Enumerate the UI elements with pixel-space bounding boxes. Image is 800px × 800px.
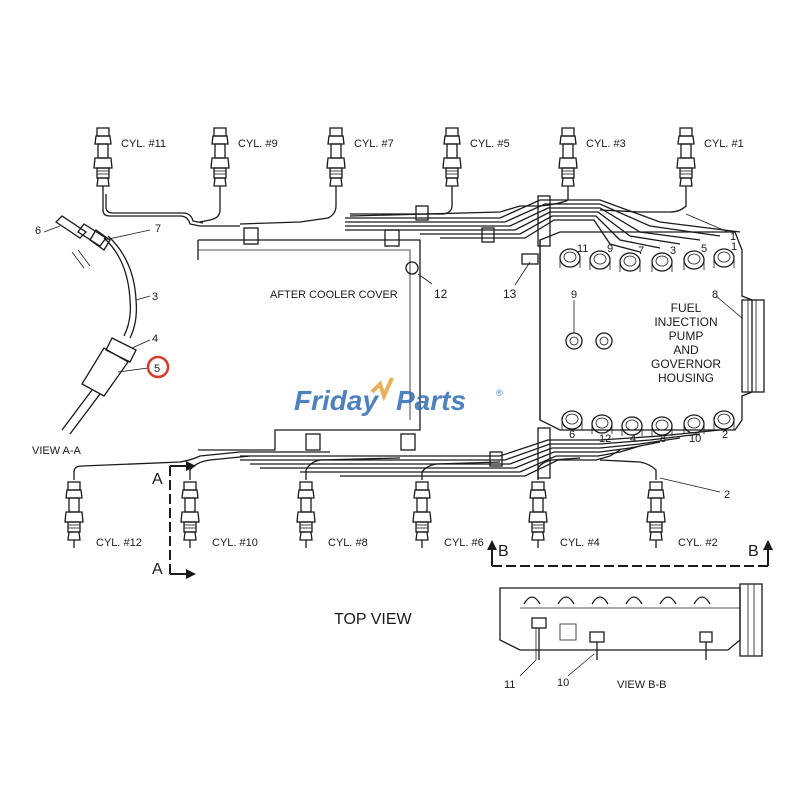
top-cylinder-labels: CYL. #11 CYL. #9 CYL. #7 CYL. #5 CYL. #3… xyxy=(121,138,744,150)
section-a-top-label: A xyxy=(152,471,163,488)
brand-name-part1: Friday xyxy=(294,385,379,416)
cyl-label: CYL. #2 xyxy=(678,537,718,549)
nozzle-cyl-6 xyxy=(412,481,432,549)
callout-1: 1 xyxy=(730,231,736,243)
section-a-bottom-label: A xyxy=(152,561,163,578)
callout-9: 9 xyxy=(571,289,577,301)
view-bb-fittings xyxy=(523,596,711,605)
port-number: 1 xyxy=(731,241,737,253)
brand-name-part2: Parts xyxy=(396,385,466,416)
top-fuel-lines xyxy=(102,194,741,253)
cyl-label: CYL. #9 xyxy=(238,138,278,150)
nozzle-cyl-7 xyxy=(326,127,346,195)
view-aa-label: VIEW A-A xyxy=(32,445,82,457)
cyl-label: CYL. #10 xyxy=(212,537,258,549)
nozzle-cyl-8 xyxy=(296,481,316,549)
port-number: 2 xyxy=(722,429,728,441)
pump-label-line: AND xyxy=(673,343,699,357)
cyl-label: CYL. #3 xyxy=(586,138,626,150)
callout-5: 5 xyxy=(154,363,160,375)
pump-label-line: PUMP xyxy=(669,329,704,343)
port-number: 7 xyxy=(638,245,644,257)
port-number: 12 xyxy=(599,433,611,445)
callout-12: 12 xyxy=(434,287,448,301)
callout-11: 11 xyxy=(504,679,515,691)
bottom-fuel-lines xyxy=(73,427,721,480)
view-b-b: 11 10 VIEW B-B xyxy=(499,583,763,691)
cyl-label: CYL. #1 xyxy=(704,138,744,150)
nozzle-cyl-9 xyxy=(210,127,230,195)
cyl-label: CYL. #12 xyxy=(96,537,142,549)
cyl-label: CYL. #4 xyxy=(560,537,600,549)
callout-8: 8 xyxy=(712,289,718,301)
cyl-label: CYL. #5 xyxy=(470,138,510,150)
pump-label-line: GOVERNOR xyxy=(651,357,721,371)
callout-13: 13 xyxy=(503,287,517,301)
top-view-title: TOP VIEW xyxy=(334,611,413,628)
highlight-circle xyxy=(146,355,170,379)
nozzle-cyl-10 xyxy=(180,481,200,549)
section-b-indicator: B B xyxy=(487,540,773,567)
port-number: 11 xyxy=(577,243,588,255)
section-b-right-label: B xyxy=(748,543,759,560)
after-cooler-cover-label: AFTER COOLER COVER xyxy=(270,289,398,301)
callout-3: 3 xyxy=(152,291,158,303)
pump-label-line: HOUSING xyxy=(658,371,714,385)
section-a-indicator: A A xyxy=(152,461,196,579)
view-a-a: 6 7 3 4 5 VIEW A-A xyxy=(32,215,170,457)
brand-registered-mark: ® xyxy=(496,388,503,398)
port-number: 9 xyxy=(607,243,613,255)
port-number: 10 xyxy=(689,433,701,445)
view-bb-label: VIEW B-B xyxy=(617,679,667,691)
port-number: 4 xyxy=(630,433,636,445)
port-number: 5 xyxy=(701,243,707,255)
fridayparts-watermark-logo: Friday Parts ® xyxy=(294,377,503,416)
pump-label-line: FUEL xyxy=(671,301,702,315)
bottom-cylinder-labels: CYL. #12 CYL. #10 CYL. #8 CYL. #6 CYL. #… xyxy=(96,537,718,549)
nozzle-cyl-1 xyxy=(676,127,696,195)
port-number: 3 xyxy=(670,245,676,257)
cyl-label: CYL. #7 xyxy=(354,138,394,150)
nozzle-cyl-12 xyxy=(64,481,84,549)
fuel-injection-pump-housing: 11 9 7 3 5 1 6 12 4 8 10 2 FUEL INJECTIO… xyxy=(539,231,765,445)
callout-10: 10 xyxy=(557,677,569,689)
callout-4: 4 xyxy=(152,333,158,345)
nozzle-cyl-5 xyxy=(442,127,462,195)
cyl-label: CYL. #8 xyxy=(328,537,368,549)
section-b-left-label: B xyxy=(498,543,509,560)
nozzle-cyl-2 xyxy=(646,481,666,549)
top-view-callouts: 1 2 8 9 12 13 xyxy=(417,213,743,501)
brand-swoosh-icon xyxy=(370,377,394,402)
callout-7: 7 xyxy=(155,223,161,235)
nozzle-cyl-4 xyxy=(528,481,548,549)
pump-label-line: INJECTION xyxy=(654,315,717,329)
port-number: 6 xyxy=(569,429,575,441)
callout-6: 6 xyxy=(35,225,41,237)
cyl-label: CYL. #11 xyxy=(121,138,166,150)
nozzle-cyl-11 xyxy=(93,127,113,195)
after-cooler-cover: AFTER COOLER COVER xyxy=(197,239,421,451)
cyl-label: CYL. #6 xyxy=(444,537,484,549)
nozzle-cyl-3 xyxy=(558,127,578,195)
callout-2: 2 xyxy=(724,489,730,501)
